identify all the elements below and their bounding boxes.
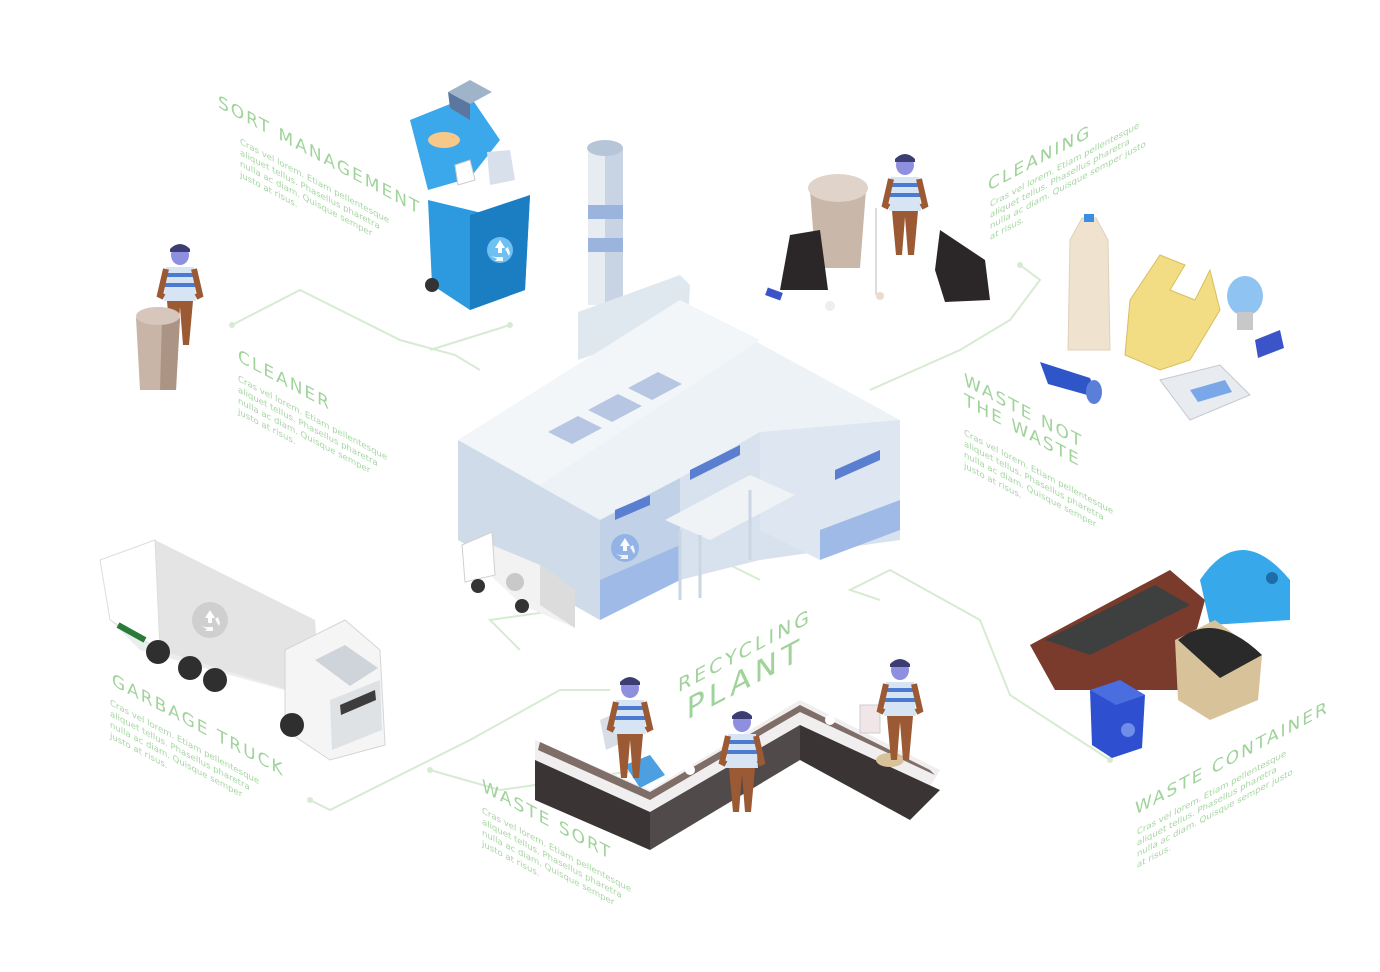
recyclables-group: [1040, 214, 1284, 421]
garbage-truck: [99, 539, 386, 761]
trash-can-cleaner: [136, 307, 180, 390]
waste-container-scene: [1030, 550, 1290, 758]
small-garbage-truck: [461, 531, 575, 628]
connector-dots: [229, 262, 1113, 803]
connector-lines: [231, 264, 1111, 812]
blue-recycling-bin: [410, 80, 530, 310]
chimney: [587, 140, 623, 305]
recycling-plant-building: [458, 275, 900, 620]
cleaning-scene: [765, 154, 990, 311]
